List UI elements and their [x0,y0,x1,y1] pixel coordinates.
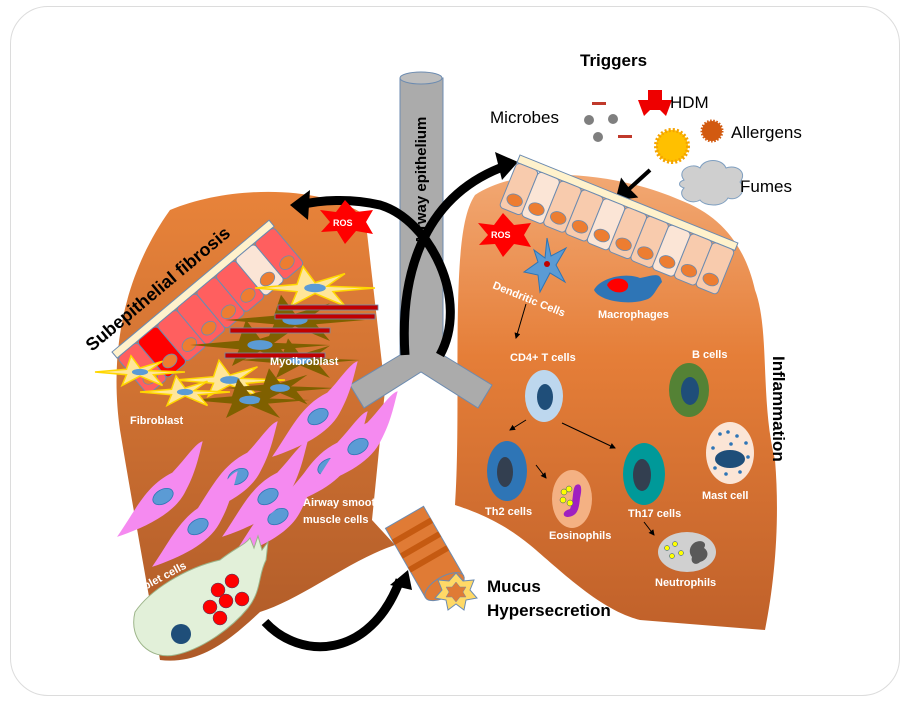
arrow-to-mucus [261,578,405,652]
mucus-airway [384,505,465,602]
epithelial-cell [630,215,669,268]
bcell-label: B cells [692,349,727,361]
svg-text:ROS: ROS [491,230,511,240]
arrow-cd4-to-th17 [561,422,616,449]
mast-cell-label: Mast cell [702,490,748,502]
th2-cell [487,441,527,501]
arrow-to-left-head [290,190,310,220]
arrow-th2-to-eosinophil [535,464,547,479]
fumes-label: Fumes [740,177,792,196]
right-lung [455,174,777,630]
eosinophil-label: Eosinophils [549,530,611,542]
microbes-label: Microbes [490,108,559,127]
smooth-muscle-cell [117,441,203,537]
arrow-cd4-to-th2 [509,419,527,431]
fibroblast-cell [174,358,286,399]
cd4-t-cell [525,370,563,422]
goblet-cell [133,534,269,657]
collagen-fiber [277,304,379,311]
fibroblast-label: Fibroblast [130,415,184,427]
triggers-title: Triggers [580,51,647,70]
mucus-label-line2: Hypersecretion [487,601,611,620]
b-cell [669,363,709,417]
smooth-muscle-cell [222,441,308,537]
arrow-th17-to-neutrophil [643,521,655,536]
pollen-icon [654,119,724,164]
fibroblast-cell [190,378,310,418]
smooth-muscle-cells [117,361,398,567]
epithelial-cell [674,233,713,286]
arrow-dendritic-to-cd4 [514,303,527,339]
inflammation-title: Inflammation [769,356,788,462]
th17-label: Th17 cells [628,508,681,520]
cd4-label: CD4+ T cells [510,352,576,364]
th2-label: Th2 cells [485,506,532,518]
macrophage-label: Macrophages [598,309,669,321]
mucus-label-line1: Mucus [487,577,541,596]
th17-cell [623,443,665,505]
epithelial-cell [157,310,206,361]
epithelial-cell [499,163,539,216]
right-epithelium [499,154,739,295]
smooth-muscle-label-line1: Airway smooth [303,497,382,509]
neutrophil [658,532,716,572]
mast-cell [706,422,754,484]
mucus-star-icon [434,572,478,611]
fibroblast-cell [94,354,186,388]
fibroblast-cell [139,374,231,408]
neutrophil-label: Neutrophils [655,577,716,589]
ros-star-left: ROS [320,200,373,244]
collagen-fiber [274,313,376,320]
fibroblast-cell [225,368,335,405]
cloud-icon [679,160,744,206]
figure-frame [10,6,900,696]
epithelial-cell [543,180,582,233]
airway-label: Airway epithelium [413,117,430,245]
microbes-icon [584,102,632,142]
myofibroblast-label: Myoibroblast [270,356,339,368]
collagen-fiber [224,352,326,359]
allergens-label: Allergens [731,123,802,142]
hdm-label: HDM [670,93,709,112]
smooth-muscle-cell [152,471,238,567]
smooth-muscle-cell [272,361,358,457]
epithelial-cell [196,277,245,329]
arrow-to-right-head [495,152,518,180]
myofibroblast-cluster [94,264,379,418]
epithelial-cell [255,228,304,280]
arrow-to-left [298,196,455,358]
fibroblast-cell [190,319,330,366]
ros-star-right: ROS [478,213,531,257]
dendritic-cell [522,237,568,294]
epithelial-cell [695,242,735,295]
house-dust-mite-icon [638,90,672,116]
arrow-to-right [399,163,502,356]
svg-text:ROS: ROS [333,218,353,228]
eosinophil [552,470,592,528]
collagen-fiber [229,327,331,334]
smooth-muscle-cell [312,391,398,487]
smooth-muscle-label-line2: muscle cells [303,514,368,526]
epithelial-cell [521,171,560,224]
macrophage [594,275,662,303]
arrow-to-mucus-head [390,570,412,590]
left-epithelium [111,219,304,394]
